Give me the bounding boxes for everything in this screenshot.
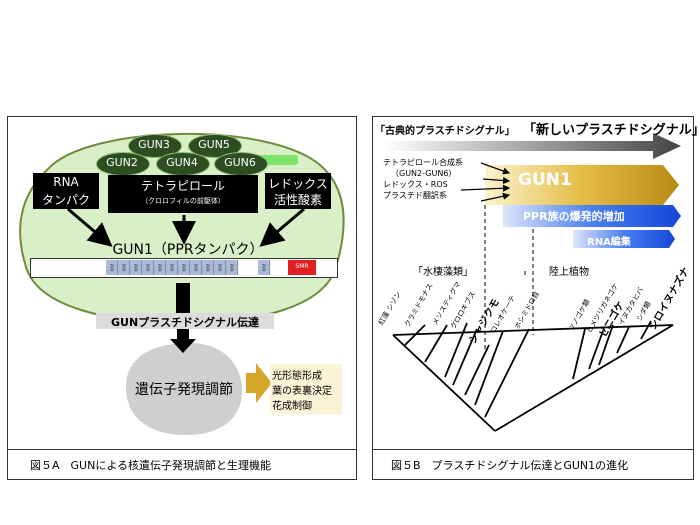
nucleus-label: 遺伝子発現調節: [135, 382, 233, 398]
gun5-label: GUN5: [198, 138, 230, 151]
tetrapyrrole-box: [108, 175, 258, 213]
ppr-motif: PPR: [106, 260, 118, 275]
signal-gun2-gun6: （GUN2-GUN6）: [391, 169, 457, 178]
rna-protein-box: [33, 173, 99, 209]
land-plants-label: 陸上植物: [549, 267, 589, 278]
gun1-arrow: [485, 165, 679, 205]
ppr-motif: PPR: [178, 260, 190, 275]
functions-box: [270, 364, 342, 414]
signal-arrow-3: [460, 184, 511, 192]
gun4-label: GUN4: [166, 156, 198, 169]
arrow-rna-to-gun1: [67, 207, 113, 247]
ppr-motif: PPR: [118, 260, 130, 275]
header-new: 「新しいプラスチドシグナル」: [523, 123, 700, 138]
ppr-motif: PPR: [202, 260, 214, 275]
gun-oval-gun4: [156, 152, 210, 176]
signal-tetrapyrrole: テトラピロール合成系: [383, 158, 463, 167]
panel-b: 「古典的プラスチドシグナル」 「新しいプラスチドシグナル」 テトラピロール合成系…: [372, 116, 700, 480]
panel-b-caption: 図５B プラスチドシグナル伝達とGUN1の進化: [391, 459, 629, 472]
arrow-redox-to-gun1: [259, 207, 305, 247]
signal-arrow-shaft-2: [177, 327, 189, 341]
ppr-motif: PPR: [142, 260, 154, 275]
panel-b-graphics: [383, 133, 681, 432]
caption-divider-b: [373, 449, 693, 450]
header-classic: 「古典的プラスチドシグナル」: [375, 126, 515, 137]
signal-arrow-2: [482, 176, 511, 185]
ppr-motif: PPR: [130, 260, 142, 275]
ppr-increase-label: PPR族の爆発的増加: [523, 210, 625, 223]
ppr-motif: PPR: [226, 260, 238, 275]
timeline-arrow: [383, 133, 681, 159]
nucleus-shape: [126, 342, 243, 435]
ppr-motif: PPR: [166, 260, 178, 275]
redox-box: [265, 173, 331, 209]
rna-editing-arrow: [573, 230, 675, 248]
signal-redox-ros: レドックス・ROS: [383, 180, 448, 189]
ppr-motif: PPR: [154, 260, 166, 275]
caption-divider: [8, 449, 356, 450]
ppr-motif: PPR: [190, 260, 202, 275]
panel-a-caption: 図５A GUNによる核遺伝子発現調節と生理機能: [30, 459, 271, 472]
gun1-title: GUN1（PPRタンパク）: [112, 242, 264, 258]
gun-oval-gun6: [214, 152, 268, 176]
smr-label: SMR: [295, 263, 309, 270]
function-leaf-polarity: 葉の表裏決定: [272, 386, 332, 397]
phylogenetic-tree: [392, 320, 674, 432]
rna-label: RNA: [53, 175, 79, 189]
signal-arrow-4: [480, 192, 511, 202]
tetrapyrrole-label: テトラピロール: [140, 179, 225, 193]
ppr-motif: PPR: [214, 260, 226, 275]
aquatic-label: 「水棲藻類」: [413, 267, 473, 278]
function-arrow: [246, 363, 272, 403]
function-flowering: 花成制御: [272, 401, 312, 412]
gun2-label: GUN2: [106, 156, 138, 169]
ppr-motif: PPR: [258, 260, 270, 275]
protein-label: タンパク: [41, 193, 90, 207]
redox-label: レドックス: [268, 177, 328, 191]
signal-arrow-head: [170, 339, 196, 353]
gun1-label: GUN1: [518, 170, 572, 190]
gun6-label: GUN6: [224, 156, 256, 169]
panel-a: GUN3 GUN5 GUN2 GUN4 GUN6 RNA タンパク テトラピロー…: [7, 116, 357, 480]
gun-oval-gun2: [96, 152, 150, 176]
signal-arrow-shaft: [176, 283, 190, 313]
signal-plastid-translation: プラスチド翻訳系: [383, 191, 447, 200]
ppr-increase-arrow: [503, 205, 681, 227]
gun3-label: GUN3: [138, 138, 170, 151]
signal-label-box: [96, 313, 274, 329]
signal-arrow-1: [480, 162, 511, 175]
ros-label: 活性酸素: [273, 193, 322, 207]
smr-domain: [288, 260, 316, 275]
tetrapyrrole-sub-label: （クロロフィルの前駆体）: [141, 197, 225, 205]
rna-editing-label: RNA編集: [587, 237, 631, 248]
function-photomorphogenesis: 光形態形成: [272, 371, 322, 382]
signal-label: GUNプラスチドシグナル伝達: [111, 316, 259, 329]
